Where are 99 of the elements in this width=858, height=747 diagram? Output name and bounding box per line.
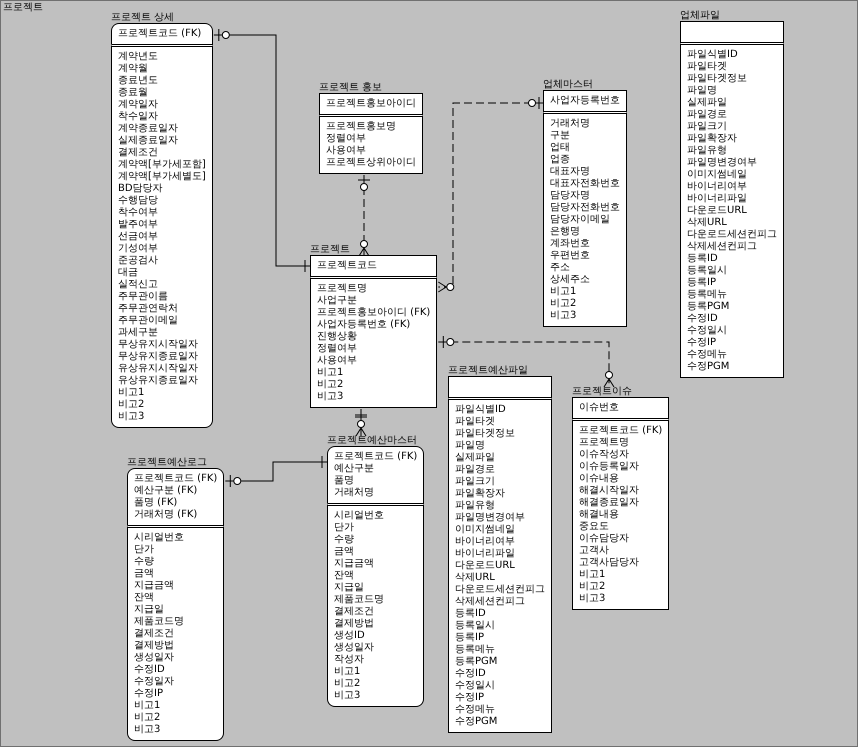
attribute-name: 비고2 [579,581,606,593]
relationship-line [354,408,368,436]
attribute-name: 파일유형 [455,500,495,512]
attribute-compartment [319,117,423,174]
relationship-line [224,456,328,488]
key-attribute: 사업자등록번호 [550,95,620,107]
entity-title: 프로젝트 홍보 [319,82,382,93]
key-attribute: 프로젝트코드 (FK) [334,451,418,463]
attribute-name: 파일타겟정보 [455,428,515,440]
attribute-name: 종료월 [118,87,148,99]
attribute-name: 등록일시 [687,265,727,277]
attribute-name: 등록ID [455,608,486,620]
attribute-name: 무상유지시작일자 [118,339,198,351]
attribute-name: 수량 [134,556,154,568]
attribute-name: 수정PGM [687,361,730,373]
entity-title: 프로젝트 [310,244,350,255]
entity-title: 프로젝트예산마스터 [327,435,417,446]
attribute-name: 잔액 [334,570,354,582]
attribute-name: 비고2 [550,298,576,310]
attribute-name: 수량 [334,534,354,546]
attribute-name: 삭제세션컨피그 [687,241,757,253]
key-attribute: 품명 [334,475,354,487]
attribute-name: 주무관연락처 [118,303,178,315]
key-compartment [111,23,213,47]
key-attribute: 프로젝트코드 [317,260,377,272]
attribute-name: 주무관이메일 [118,315,178,327]
attribute-name: 결제방법 [134,640,174,652]
attribute-compartment [543,114,627,327]
attribute-name: 금액 [334,546,354,558]
attribute-compartment [111,47,213,428]
attribute-name: 수정IP [687,337,716,349]
attribute-name: 수정IP [455,692,484,704]
attribute-name: 종료년도 [118,75,158,87]
attribute-name: 정렬여부 [317,343,357,355]
attribute-name: 파일명변경여부 [687,157,757,169]
attribute-name: 수정IP [134,688,163,700]
attribute-name: 파일타겟 [455,416,495,428]
relationship-line [438,336,614,388]
attribute-name: 파일크기 [455,476,495,488]
attribute-name: 거래처명 [550,118,590,130]
attribute-name: 파일식별ID [455,404,506,416]
attribute-name: 파일명변경여부 [455,512,525,524]
attribute-name: 등록PGM [455,656,498,668]
attribute-name: 파일식별ID [687,49,738,61]
attribute-name: 계약종료일자 [118,123,178,135]
attribute-name: 파일확장자 [687,133,737,145]
key-attribute: 품명 (FK) [134,497,178,509]
key-compartment [448,376,552,400]
attribute-name: 비고3 [334,690,360,702]
attribute-name: 은행명 [550,226,580,238]
attribute-name: 비고3 [550,310,576,322]
attribute-name: 이미지썸네일 [687,169,747,181]
attribute-name: 실적신고 [118,279,158,291]
attribute-name: 이슈작성자 [579,449,629,461]
attribute-name: 등록IP [687,277,716,289]
attribute-name: 대표자전화번호 [550,178,620,190]
attribute-name: 등록메뉴 [687,289,727,301]
attribute-name: 프로젝트상위아이디 [326,157,416,169]
attribute-name: 생성ID [334,630,365,642]
attribute-name: 등록PGM [687,301,730,313]
attribute-name: 업종 [550,154,570,166]
attribute-name: 제품코드명 [134,616,184,628]
key-compartment [680,21,784,45]
attribute-name: 이슈등록일자 [579,461,639,473]
attribute-name: 지급금액 [334,558,374,570]
entity-title: 프로젝트예산로그 [127,457,207,468]
attribute-name: 파일유형 [687,145,727,157]
attribute-name: 지급일 [134,604,164,616]
attribute-name: 시리얼번호 [334,510,384,522]
attribute-name: 다운로드세션컨피그 [687,229,777,241]
key-attribute: 예산구분 [334,463,374,475]
attribute-name: 우편번호 [550,250,590,262]
attribute-name: 정렬여부 [326,133,366,145]
attribute-name: 비고2 [134,712,160,724]
attribute-name: 담당자전화번호 [550,202,620,214]
attribute-name: 수정ID [134,664,165,676]
attribute-name: 기성여부 [118,243,158,255]
attribute-name: 파일경로 [687,109,727,121]
key-compartment [327,446,424,506]
attribute-name: 고객사 [579,545,609,557]
attribute-name: 비고2 [334,678,360,690]
relationship-line [358,174,370,256]
attribute-name: 수정일시 [455,680,495,692]
attribute-compartment [572,421,670,610]
attribute-name: 비고2 [317,379,344,391]
attribute-name: 프로젝트홍보아이디 (FK) [317,307,430,319]
attribute-name: 수정ID [687,313,718,325]
attribute-name: 수정메뉴 [455,704,495,716]
attribute-name: 생성일자 [334,642,374,654]
frame-title: 프로젝트 [3,2,43,14]
attribute-name: 바이너리여부 [687,181,747,193]
attribute-name: 지급금액 [134,580,174,592]
attribute-name: 등록IP [455,632,484,644]
attribute-name: 주무관이름 [118,291,168,303]
entity-title: 프로젝트 상세 [111,12,174,23]
key-attribute: 이슈번호 [579,402,619,414]
attribute-name: 바이너리여부 [455,536,515,548]
attribute-name: 비고3 [579,593,606,605]
attribute-name: 실제종료일자 [118,135,178,147]
